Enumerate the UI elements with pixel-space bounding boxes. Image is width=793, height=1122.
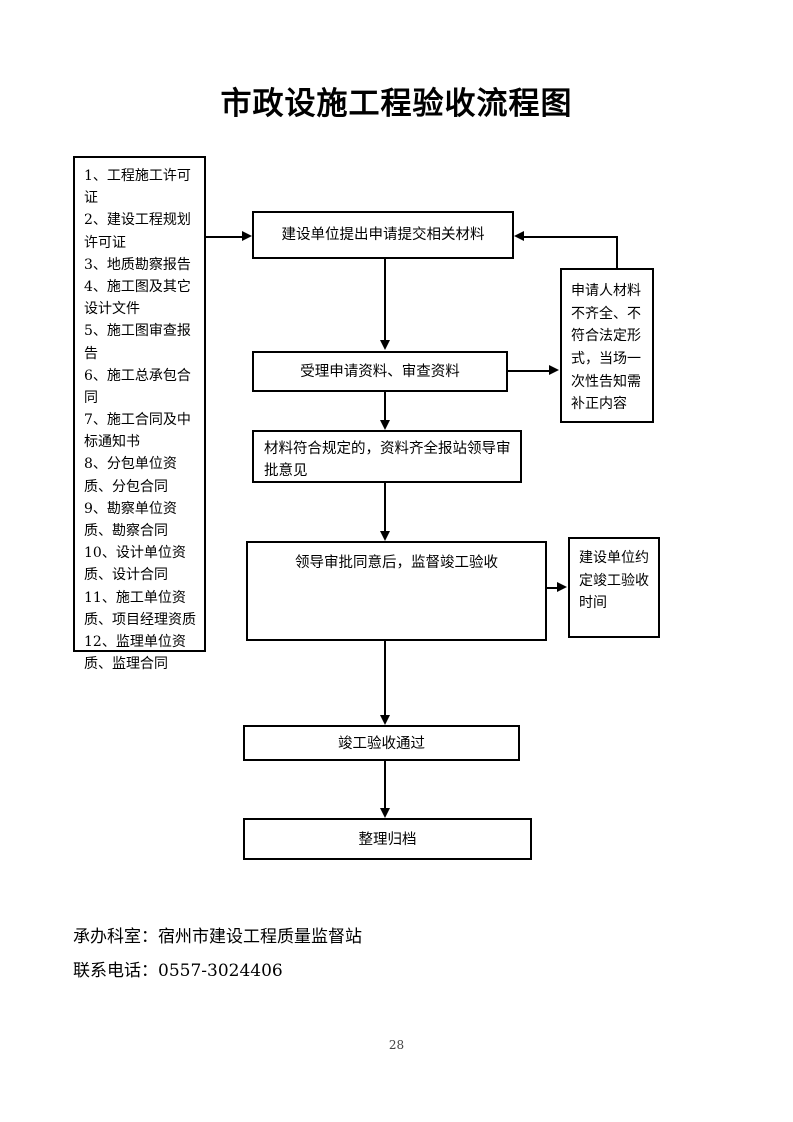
flow-node-archive: 整理归档	[243, 818, 532, 860]
requirement-item: 2、建设工程规划许可证	[84, 212, 191, 251]
arrowhead-review-to-approve	[380, 531, 390, 541]
flow-node-approve-label: 领导审批同意后，监督竣工验收	[295, 555, 498, 571]
connector-requirements-to-apply	[206, 236, 244, 238]
connector-approve-to-schedule	[547, 587, 560, 589]
flow-node-approve: 领导审批同意后，监督竣工验收	[246, 541, 547, 641]
requirement-item: 8、分包单位资质、分包合同	[84, 456, 177, 495]
connector-apply-to-accept	[384, 259, 386, 341]
arrowhead-accept-to-review	[380, 420, 390, 430]
arrowhead-approve-to-pass	[380, 715, 390, 725]
requirement-item: 1、工程施工许可证	[84, 168, 191, 207]
page-number: 28	[388, 1038, 405, 1052]
flow-node-notify: 申请人材料不齐全、不符合法定形式，当场一次性告知需补正内容	[560, 268, 654, 423]
arrowhead-apply-to-accept	[380, 340, 390, 350]
arrowhead-requirements-to-apply	[242, 231, 252, 241]
requirement-item: 6、施工总承包合同	[84, 367, 191, 406]
arrowhead-accept-to-notify	[549, 365, 559, 375]
requirement-item: 9、勘察单位资质、勘察合同	[84, 500, 177, 539]
flow-node-accept: 受理申请资料、审查资料	[252, 351, 508, 392]
requirement-item: 12、监理单位资质、监理合同	[84, 633, 186, 673]
flow-node-schedule-label: 建设单位约定竣工验收时间	[579, 550, 649, 612]
flow-node-pass-label: 竣工验收通过	[338, 736, 425, 752]
flow-node-review-label: 材料符合规定的，资料齐全报站领导审批意见	[264, 441, 511, 479]
arrowhead-notify-to-apply	[514, 231, 524, 241]
arrowhead-pass-to-archive	[380, 808, 390, 818]
footer-department: 承办科室：宿州市建设工程质量监督站	[73, 927, 362, 947]
arrowhead-approve-to-schedule	[557, 582, 567, 592]
flow-node-accept-label: 受理申请资料、审查资料	[300, 364, 460, 380]
requirement-item: 5、施工图审查报告	[84, 323, 191, 362]
flow-node-schedule: 建设单位约定竣工验收时间	[568, 537, 660, 638]
footer-contact: 承办科室：宿州市建设工程质量监督站 联系电话：0557-3024406	[73, 920, 593, 988]
flow-node-pass: 竣工验收通过	[243, 725, 520, 761]
requirement-item: 7、施工合同及中标通知书	[84, 412, 191, 451]
footer-phone: 联系电话：0557-3024406	[73, 961, 283, 981]
connector-notify-feedback-vertical	[616, 236, 618, 270]
connector-pass-to-archive	[384, 761, 386, 809]
flow-node-archive-label: 整理归档	[358, 832, 417, 848]
flow-node-review: 材料符合规定的，资料齐全报站领导审批意见	[252, 430, 522, 483]
connector-notify-feedback-horizontal	[524, 236, 618, 238]
requirement-item: 10、设计单位资质、设计合同	[84, 545, 186, 584]
connector-accept-to-review	[384, 392, 386, 422]
connector-accept-to-notify	[508, 370, 552, 372]
requirement-item: 11、施工单位资质、项目经理资质	[84, 589, 196, 628]
connector-review-to-approve	[384, 483, 386, 533]
page-title: 市政设施工程验收流程图	[220, 86, 573, 122]
flow-node-apply-label: 建设单位提出申请提交相关材料	[281, 227, 485, 243]
requirements-panel: 1、工程施工许可证 2、建设工程规划许可证 3、地质勘察报告 4、施工图及其它设…	[73, 156, 206, 672]
flow-node-notify-label: 申请人材料不齐全、不符合法定形式，当场一次性告知需补正内容	[571, 283, 641, 413]
connector-approve-to-pass	[384, 641, 386, 717]
flow-node-apply: 建设单位提出申请提交相关材料	[252, 211, 514, 259]
requirement-item: 3、地质勘察报告	[84, 256, 191, 273]
requirement-item: 4、施工图及其它设计文件	[84, 278, 191, 318]
